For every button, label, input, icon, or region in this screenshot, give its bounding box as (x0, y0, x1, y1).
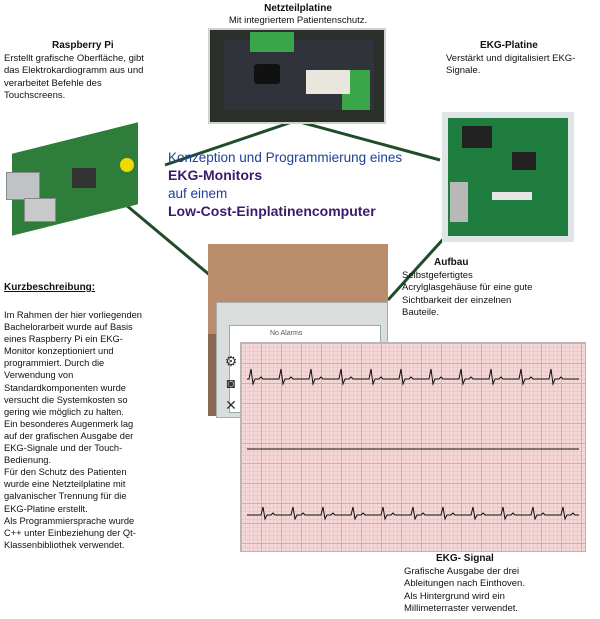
gear-icon: ⚙ (224, 353, 238, 369)
kurz-line: Standardkomponenten wurde (4, 382, 126, 393)
close-icon: ✕ (225, 397, 237, 413)
netzteil-title: Netzteilplatine (264, 3, 332, 14)
ekg-signal-screenshot (240, 342, 586, 552)
kurz-line: Bedienung. (4, 455, 52, 466)
center-title-line4: Low-Cost-Einplatinencomputer (168, 203, 376, 219)
kurz-line: Als Programmiersprache wurde (4, 515, 135, 526)
kurz-line: Im Rahmen der hier vorliegenden (4, 310, 142, 320)
raspberry-desc: Erstellt grafische Oberfläche, gibt das … (4, 53, 144, 102)
kurz-line: galvanischer Trennung für die (4, 491, 127, 502)
ekg-signal-title: EKG- Signal (436, 553, 494, 564)
alarm-status: No Alarms (270, 330, 303, 337)
center-title-line1: Konzeption und Programmierung eines (168, 150, 403, 165)
kurz-line: Bachelorarbeit wurde auf Basis (4, 322, 133, 333)
kurz-line: Klassenbibliothek verwendet. (4, 539, 125, 550)
kurz-line: Für den Schutz des Patienten (4, 467, 127, 478)
kurz-line: wurde eine Netzteilplatine mit (4, 479, 126, 490)
kurz-line: EKG-Platine erstellt. (4, 503, 88, 514)
center-title-line3: auf einem (168, 186, 228, 201)
center-title-line2: EKG-Monitors (168, 167, 263, 183)
kurz-line: auf der grafischen Ausgabe der (4, 430, 134, 441)
ekg-platine-desc: Verstärkt und digitalisiert EKG- Signale… (446, 53, 576, 77)
netzteil-desc: Mit integriertem Patientenschutz. (228, 15, 368, 26)
kurz-line: Ein besonderes Augenmerk lag (4, 418, 134, 429)
kurz-line: eines Raspberry Pi ein EKG- (4, 334, 123, 345)
aufbau-desc: Selbstgefertigtes Acrylglasgehäuse für e… (402, 270, 533, 319)
raspberry-pi-photo (2, 118, 162, 236)
kurzbeschreibung-heading: Kurzbeschreibung: (4, 282, 96, 293)
netzteilplatine-photo (208, 28, 386, 124)
ekg-platine-title: EKG-Platine (480, 40, 538, 51)
raspberry-title: Raspberry Pi (52, 40, 114, 51)
kurz-line: programmiert. Durch die (4, 358, 105, 369)
ekg-platine-photo (442, 112, 574, 242)
ecg-lead-trace (247, 368, 579, 386)
camera-icon: ◙ (226, 375, 236, 391)
ecg-traces (247, 368, 579, 521)
kurz-line: gering wie möglich zu halten. (4, 406, 124, 417)
kurz-line: versucht die Systemkosten so (4, 394, 128, 405)
kurz-line: C++ unter Einbeziehung der Qt- (4, 527, 136, 538)
kurz-line: Monitor konzeptioniert und (4, 346, 114, 357)
kurz-line: Verwendung von (4, 370, 74, 381)
kurz-line: EKG-Signale und der Touch- (4, 443, 123, 454)
ecg-lead-trace (247, 506, 579, 521)
ekg-signal-desc: Grafische Ausgabe der drei Ableitungen n… (404, 566, 525, 615)
aufbau-title: Aufbau (434, 257, 469, 268)
